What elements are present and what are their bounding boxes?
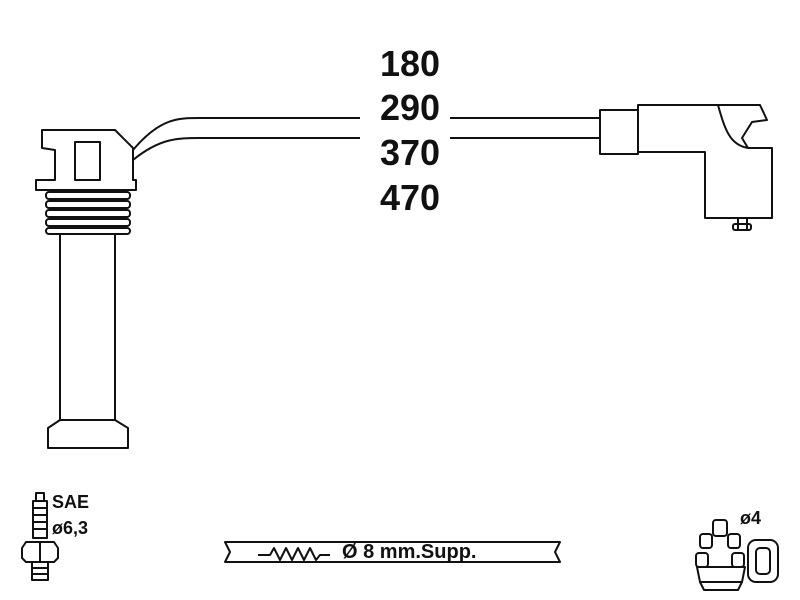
length-label-4: 470 bbox=[379, 177, 441, 218]
cable-spec-box bbox=[224, 541, 561, 563]
distributor-cap-icon bbox=[695, 519, 779, 591]
resistor-icon bbox=[258, 547, 330, 561]
length-label-1: 180 bbox=[379, 43, 441, 84]
length-label-3: 370 bbox=[379, 132, 441, 173]
plug-boot bbox=[35, 129, 137, 449]
distributor-boot bbox=[599, 104, 773, 231]
cable bbox=[132, 117, 600, 161]
spark-plug-icon bbox=[21, 492, 59, 581]
length-label-2: 290 bbox=[379, 87, 441, 128]
distributor-diameter-label: ø4 bbox=[740, 508, 762, 528]
plug-standard-label: SAE bbox=[52, 492, 90, 512]
plug-diameter-label: ø6,3 bbox=[52, 518, 89, 538]
cable-spec-label: Ø 8 mm.Supp. bbox=[342, 541, 477, 563]
